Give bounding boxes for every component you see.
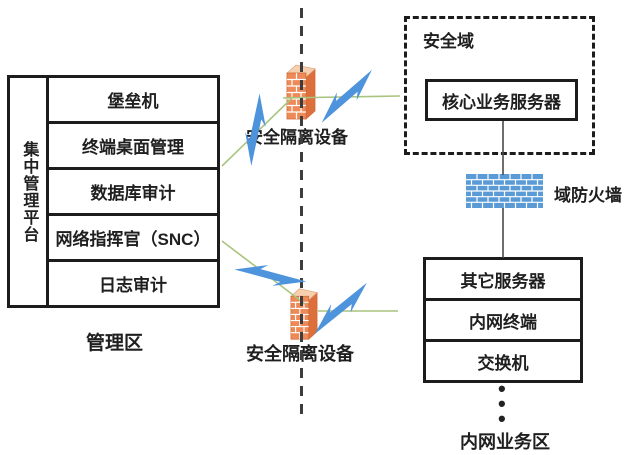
continuation-dot: •	[498, 376, 506, 401]
table-row-other-servers: 其它服务器	[426, 260, 580, 301]
lightning-bolt-icon	[314, 282, 367, 335]
intranet-stack: 其它服务器 内网终端 交换机	[423, 257, 583, 383]
security-domain-label: 安全域	[423, 32, 474, 51]
table-row-bastion-host: 堡垒机	[49, 78, 217, 124]
intranet-zone-label: 内网业务区	[460, 432, 550, 452]
core-business-server-box: 核心业务服务器	[425, 79, 578, 121]
domain-firewall-label: 域防火墙	[554, 186, 622, 205]
security-domain-box: 安全域	[404, 16, 595, 155]
management-platform-label: 集中管理平台	[20, 140, 38, 243]
boundary-dashed-line	[300, 8, 303, 418]
lightning-bolt-icon	[321, 69, 372, 123]
table-row-database-audit: 数据库审计	[49, 170, 217, 216]
management-platform-rows: 堡垒机 终端桌面管理 数据库审计 网络指挥官（SNC） 日志审计	[49, 78, 217, 305]
table-row-switch: 交换机	[477, 353, 529, 373]
table-row-terminal-desktop: 终端桌面管理	[49, 124, 217, 170]
table-row-log-audit: 日志审计	[99, 276, 167, 295]
management-platform-side-cell: 集中管理平台	[10, 78, 49, 305]
continuation-dot: •	[498, 391, 506, 416]
table-row-intranet-terminals: 内网终端	[426, 301, 580, 342]
table-row-network-commander: 网络指挥官（SNC）	[49, 216, 217, 262]
management-zone-label: 管理区	[86, 333, 144, 354]
domain-firewall-icon	[466, 174, 543, 208]
continuation-dot: •	[498, 406, 506, 431]
management-platform-table: 集中管理平台 堡垒机 终端桌面管理 数据库审计 网络指挥官（SNC） 日志审计	[7, 75, 220, 308]
